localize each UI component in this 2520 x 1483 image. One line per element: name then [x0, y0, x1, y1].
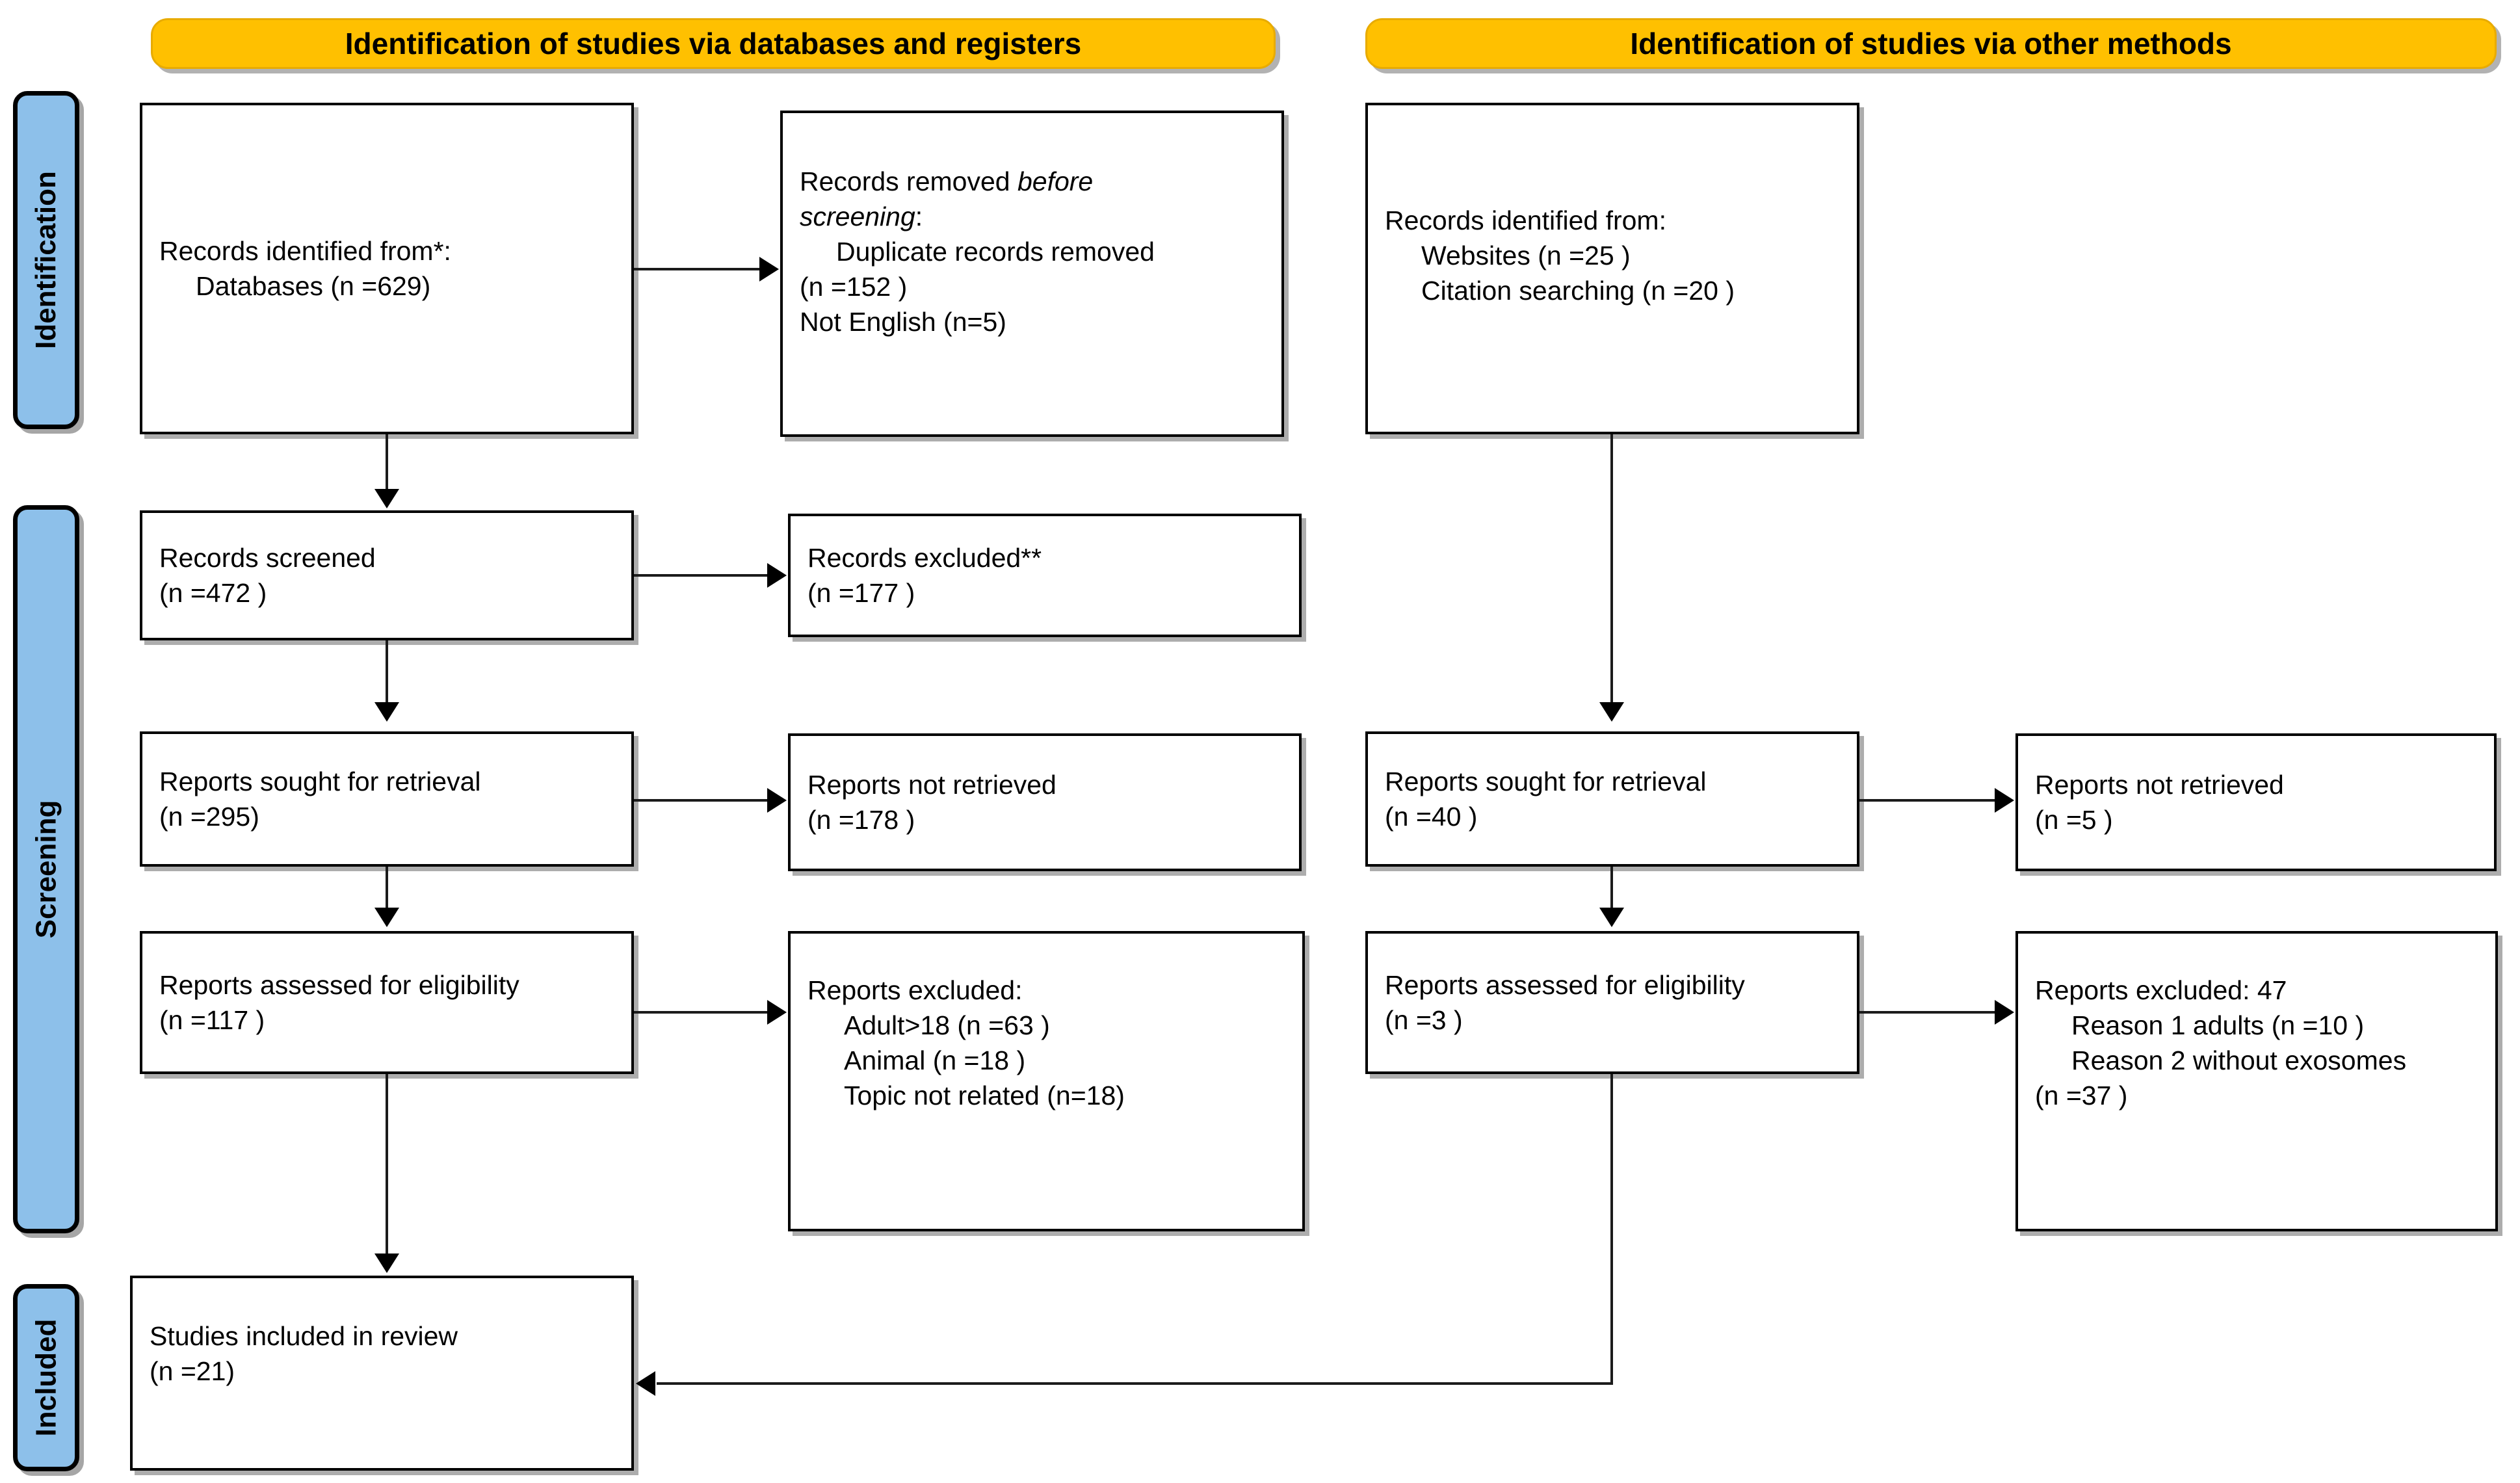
box-reports-not-retrieved-right: Reports not retrieved (n =5 ): [2015, 733, 2497, 871]
reports-sought-right-line2: (n =40 ): [1385, 802, 1478, 832]
reports-excluded-left-line2: Adult>18 (n =63 ): [844, 1010, 1050, 1041]
arrow-sought-to-assessed-right: [1599, 908, 1624, 927]
banner-other-methods-label: Identification of studies via other meth…: [1630, 27, 2232, 60]
stage-pill-included-label: Included: [30, 1319, 62, 1437]
connector-sought-to-notretrieved-left: [634, 799, 769, 802]
connector-identified-other-to-sought: [1610, 434, 1613, 704]
connector-screened-to-sought: [386, 640, 388, 704]
connector-identified-to-removed: [634, 268, 761, 270]
reports-assessed-left-line1: Reports assessed for eligibility: [159, 969, 519, 1000]
records-removed-line3: Duplicate records removed: [836, 237, 1155, 267]
box-reports-excluded-left: Reports excluded: Adult>18 (n =63 ) Anim…: [788, 931, 1305, 1231]
records-excluded-line1: Records excluded**: [807, 542, 1042, 573]
box-records-identified-databases: Records identified from*: Databases (n =…: [140, 103, 634, 434]
records-identified-other-line2: Websites (n =25 ): [1421, 241, 1631, 271]
reports-not-retrieved-right-line1: Reports not retrieved: [2035, 769, 2284, 800]
stage-pill-identification-label: Identification: [30, 171, 62, 349]
records-identified-line1: Records identified from*:: [159, 235, 451, 266]
box-studies-included: Studies included in review (n =21): [130, 1276, 634, 1471]
reports-excluded-right-line4: (n =37 ): [2035, 1081, 2128, 1111]
reports-excluded-left-line4: Topic not related (n=18): [844, 1081, 1125, 1111]
box-reports-sought-right: Reports sought for retrieval (n =40 ): [1365, 731, 1859, 867]
studies-included-line2: (n =21): [150, 1356, 235, 1387]
arrow-sought-to-assessed-left: [374, 908, 399, 927]
arrow-right-to-included: [636, 1371, 655, 1396]
reports-sought-left-line1: Reports sought for retrieval: [159, 766, 481, 796]
studies-included-line1: Studies included in review: [150, 1321, 458, 1351]
stage-pill-identification: Identification: [13, 91, 79, 429]
reports-assessed-right-line1: Reports assessed for eligibility: [1385, 969, 1745, 1000]
reports-excluded-right-line2: Reason 1 adults (n =10 ): [2071, 1010, 2365, 1041]
arrow-identified-to-removed: [759, 257, 779, 282]
records-removed-line2-tail: :: [915, 202, 923, 232]
reports-not-retrieved-left-line2: (n =178 ): [807, 805, 915, 835]
reports-assessed-left-line2: (n =117 ): [159, 1005, 265, 1035]
stage-pill-screening: Screening: [13, 505, 79, 1233]
connector-assessed-to-included: [386, 1074, 388, 1255]
arrow-assessed-to-excluded-right: [1995, 1000, 2014, 1025]
records-removed-line2: screening:: [800, 199, 1265, 234]
stage-pill-screening-label: Screening: [30, 800, 62, 939]
reports-excluded-right-line1: Reports excluded: 47: [2035, 975, 2287, 1005]
reports-assessed-right-line2: (n =3 ): [1385, 1005, 1463, 1035]
records-identified-other-line3: Citation searching (n =20 ): [1421, 276, 1735, 306]
connector-sought-to-assessed-right: [1610, 867, 1613, 910]
reports-excluded-right-line3: Reason 2 without exosomes: [2071, 1045, 2407, 1076]
connector-screened-to-excluded: [634, 574, 769, 577]
reports-excluded-left-line1: Reports excluded:: [807, 975, 1023, 1005]
arrow-screened-to-excluded: [767, 563, 787, 588]
records-identified-line2: Databases (n =629): [196, 271, 431, 301]
reports-not-retrieved-left-line1: Reports not retrieved: [807, 769, 1057, 800]
box-records-removed-before-screening: Records removed before screening: Duplic…: [780, 111, 1284, 437]
arrow-assessed-to-excluded-left: [767, 1000, 787, 1025]
box-reports-excluded-right: Reports excluded: 47 Reason 1 adults (n …: [2015, 931, 2498, 1231]
reports-sought-right-line1: Reports sought for retrieval: [1385, 766, 1707, 796]
records-screened-line2: (n =472 ): [159, 578, 267, 608]
arrow-identified-to-screened: [374, 489, 399, 508]
banner-databases-registers-label: Identification of studies via databases …: [345, 27, 1082, 60]
box-records-screened: Records screened (n =472 ): [140, 510, 634, 640]
connector-right-to-included-horizontal: [657, 1382, 1612, 1385]
banner-databases-registers: Identification of studies via databases …: [151, 18, 1276, 69]
connector-identified-to-screened: [386, 434, 388, 492]
records-excluded-line2: (n =177 ): [807, 578, 915, 608]
connector-sought-to-assessed-left: [386, 867, 388, 910]
records-removed-line4: (n =152 ): [800, 272, 908, 302]
records-identified-other-line1: Records identified from:: [1385, 205, 1666, 235]
box-records-identified-other: Records identified from: Websites (n =25…: [1365, 103, 1859, 434]
records-removed-line5: Not English (n=5): [800, 307, 1006, 337]
arrow-assessed-to-included: [374, 1253, 399, 1273]
reports-sought-left-line2: (n =295): [159, 802, 259, 832]
banner-other-methods: Identification of studies via other meth…: [1365, 18, 2497, 69]
connector-assessed-to-excluded-left: [634, 1011, 769, 1014]
reports-not-retrieved-right-line2: (n =5 ): [2035, 805, 2113, 835]
stage-pill-included: Included: [13, 1284, 79, 1471]
arrow-sought-to-notretrieved-right: [1995, 788, 2014, 813]
arrow-sought-to-notretrieved-left: [767, 788, 787, 813]
records-removed-line1: Records removed before: [800, 164, 1265, 199]
connector-right-assessed-down: [1610, 1074, 1613, 1385]
records-removed-line1-text: Records removed: [800, 166, 1017, 196]
box-reports-not-retrieved-left: Reports not retrieved (n =178 ): [788, 733, 1302, 871]
records-removed-line1-italic: before: [1017, 166, 1094, 196]
records-removed-line2-italic: screening: [800, 202, 915, 232]
records-screened-line1: Records screened: [159, 542, 376, 573]
reports-excluded-left-line3: Animal (n =18 ): [844, 1045, 1026, 1076]
box-reports-sought-left: Reports sought for retrieval (n =295): [140, 731, 634, 867]
box-reports-assessed-left: Reports assessed for eligibility (n =117…: [140, 931, 634, 1074]
connector-assessed-to-excluded-right: [1859, 1011, 1997, 1014]
connector-sought-to-notretrieved-right: [1859, 799, 1997, 802]
box-reports-assessed-right: Reports assessed for eligibility (n =3 ): [1365, 931, 1859, 1074]
arrow-identified-other-to-sought: [1599, 702, 1624, 722]
arrow-screened-to-sought: [374, 702, 399, 722]
box-records-excluded: Records excluded** (n =177 ): [788, 514, 1302, 637]
